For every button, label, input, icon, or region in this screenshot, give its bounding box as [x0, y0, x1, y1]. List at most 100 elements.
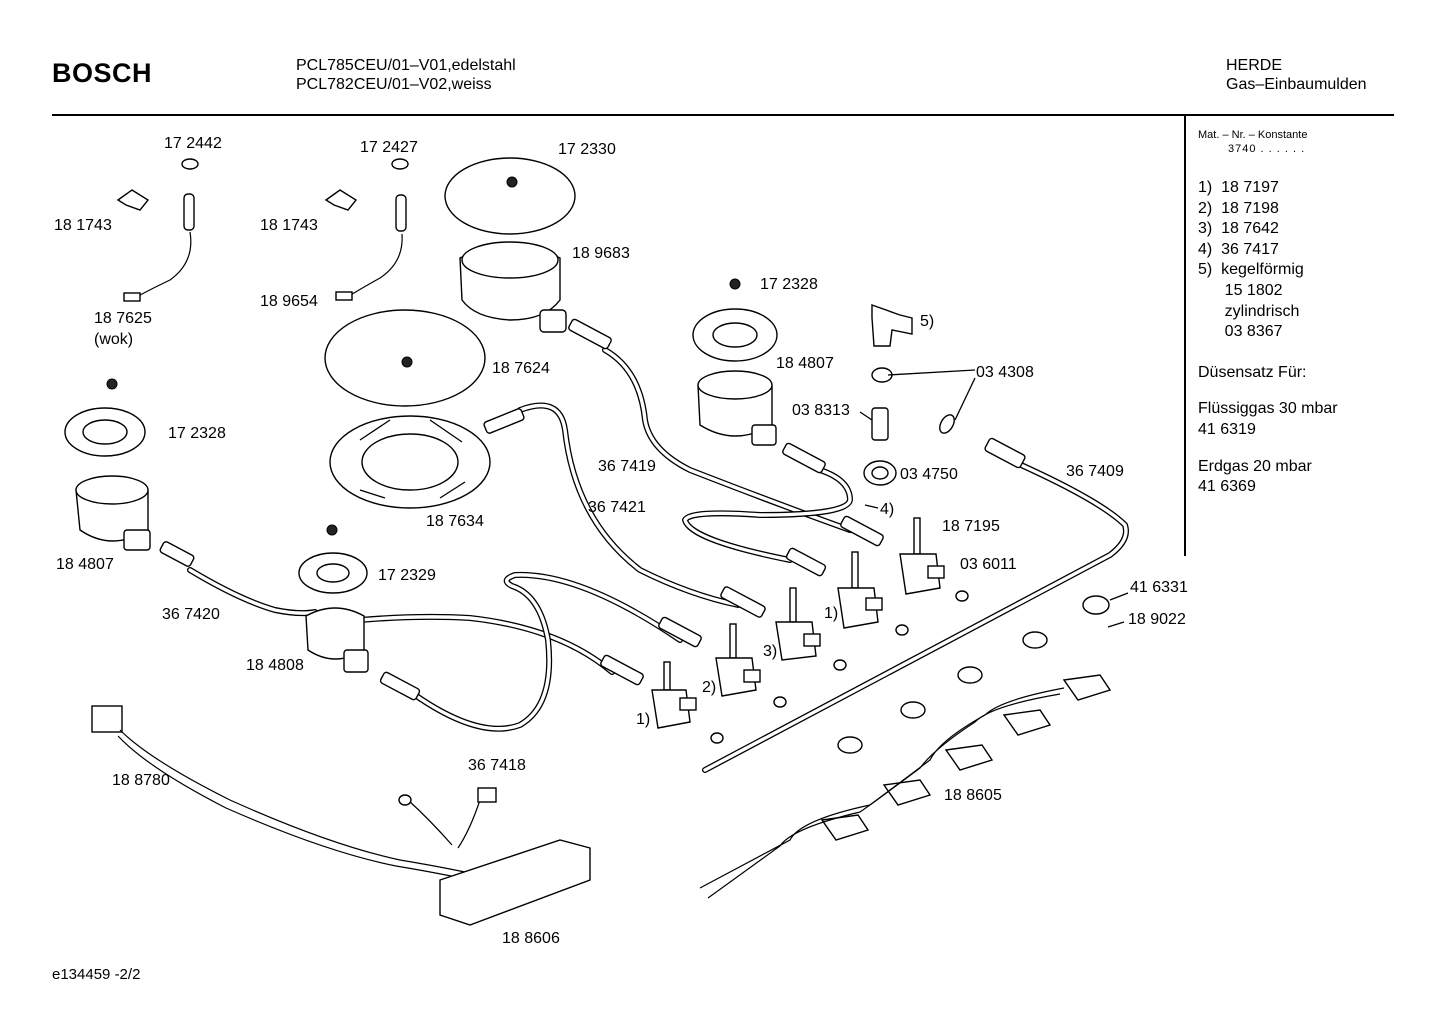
- footnote-item: 5) kegelförmig: [1198, 261, 1304, 279]
- part-label: 17 2328: [168, 425, 226, 442]
- valves-and-fittings: [159, 304, 1026, 744]
- part-label: (wok): [94, 331, 133, 348]
- footnote-item: 1) 18 7197: [1198, 179, 1279, 196]
- nozzle-fitting-icon: [159, 541, 195, 567]
- clip-icon: [324, 189, 358, 211]
- part-label: 18 9654: [260, 293, 318, 310]
- lpg-number: 41 6319: [1198, 420, 1256, 438]
- switch-icon: [882, 779, 932, 806]
- ng-label: Erdgas 20 mbar: [1198, 457, 1312, 475]
- part-label: 18 7624: [492, 360, 550, 377]
- sidebar-notes: Mat. – Nr. – Konstante 3740 . . . . . . …: [1198, 128, 1418, 498]
- part-label: 18 1743: [54, 217, 112, 234]
- nozzle-fitting-icon: [984, 437, 1026, 469]
- connector-icon: [123, 292, 141, 302]
- ignition-switches: [699, 595, 1112, 899]
- part-label: 18 4807: [56, 556, 114, 573]
- model-line-2: PCL782CEU/01–V02,weiss: [296, 76, 492, 93]
- footnote-item: 03 8367: [1198, 323, 1283, 341]
- header-divider: [52, 114, 1394, 116]
- washer-icon: [939, 414, 955, 434]
- nozzle-fitting-icon: [785, 547, 827, 577]
- knob-shaft-icon: [1022, 631, 1048, 649]
- washer-icon: [181, 158, 199, 170]
- part-label: 17 2330: [558, 141, 616, 158]
- part-label: 18 9022: [1128, 611, 1186, 628]
- part-label: 03 8313: [792, 402, 850, 419]
- part-label: 18 7625: [94, 310, 152, 327]
- nozzle-fitting-icon: [720, 586, 766, 618]
- footnote-item: 2) 18 7198: [1198, 199, 1279, 217]
- material-number-label: Mat. – Nr. – Konstante: [1198, 129, 1308, 141]
- part-label: 03 4750: [900, 466, 958, 483]
- knob-shaft-icon: [837, 736, 863, 754]
- switch-icon: [1062, 674, 1112, 701]
- connector-icon: [477, 787, 497, 803]
- part-label: 36 7420: [162, 606, 220, 623]
- burner-plate-icon: [444, 157, 576, 235]
- part-label: 18 8606: [502, 930, 560, 947]
- footnote-item: zylindrisch: [1198, 302, 1300, 320]
- part-label: 18 9683: [572, 245, 630, 262]
- o-ring-icon: [833, 659, 847, 671]
- leader-lines: [859, 369, 1129, 628]
- callout-label: 2): [702, 679, 716, 696]
- lpg-label: Flüssiggas 30 mbar: [1198, 400, 1338, 418]
- footnote-item: 15 1802: [1198, 281, 1283, 299]
- part-label: 18 7634: [426, 513, 484, 530]
- callout-label: 4): [880, 501, 894, 518]
- gas-valve-icon: [775, 587, 821, 661]
- gas-valve-icon: [899, 517, 945, 595]
- part-label: 17 2329: [378, 567, 436, 584]
- plug-icon: [91, 705, 123, 733]
- part-label: 18 4807: [776, 355, 834, 372]
- nozzle-fitting-icon: [782, 442, 826, 474]
- switch-icon: [1002, 709, 1052, 736]
- ng-number: 41 6369: [1198, 478, 1256, 496]
- part-label: 17 2427: [360, 139, 418, 156]
- ng-nozzle-set: Erdgas 20 mbar 41 6369: [1198, 457, 1418, 498]
- part-label: 36 7419: [598, 458, 656, 475]
- o-ring-icon: [955, 590, 969, 602]
- callout-label: 1): [636, 711, 650, 728]
- screw-icon: [506, 176, 518, 188]
- sidebar-divider: [1184, 116, 1186, 556]
- switch-icon: [944, 744, 994, 771]
- thermocouple-icon: [395, 194, 407, 232]
- footnote-item: 3) 18 7642: [1198, 220, 1279, 238]
- part-label: 36 7409: [1066, 463, 1124, 480]
- part-label: 17 2442: [164, 135, 222, 152]
- document-id: e134459 -2/2: [52, 966, 141, 983]
- screw-icon: [401, 356, 413, 368]
- gas-valve-icon: [651, 661, 697, 729]
- o-ring-icon: [895, 624, 909, 636]
- cable-harness: [91, 705, 591, 926]
- washer-icon: [391, 158, 409, 170]
- screw-icon: [729, 278, 741, 290]
- part-label: 36 7421: [588, 499, 646, 516]
- knob-shaft-icon: [1082, 595, 1110, 615]
- part-label: 03 4308: [976, 364, 1034, 381]
- nozzle-fitting-icon: [483, 408, 525, 434]
- callout-label: 1): [824, 605, 838, 622]
- connector-icon: [335, 291, 353, 301]
- knob-shaft-icon: [957, 666, 983, 684]
- part-label: 18 8605: [944, 787, 1002, 804]
- ring-terminal-icon: [398, 794, 412, 806]
- part-label: 18 4808: [246, 657, 304, 674]
- burner-parts: [64, 157, 778, 673]
- screw-icon: [106, 378, 118, 390]
- nozzle-fitting-icon: [658, 616, 702, 648]
- part-label: 18 1743: [260, 217, 318, 234]
- nozzle-fitting-icon: [568, 318, 612, 350]
- part-labels: 17 2442 18 1743 18 7625 (wok) 17 2427 18…: [54, 135, 1188, 947]
- nozzle-icon: [871, 407, 889, 441]
- footnote-item: 4) 36 7417: [1198, 240, 1279, 258]
- footnote-list: 1) 18 7197 2) 18 7198 3) 18 7642 4) 36 7…: [1198, 178, 1418, 343]
- o-ring-icon: [773, 696, 787, 708]
- gas-valve-icon: [715, 623, 761, 697]
- nozzle-fitting-icon: [379, 671, 421, 701]
- screw-icon: [326, 524, 338, 536]
- switch-icon: [820, 814, 870, 841]
